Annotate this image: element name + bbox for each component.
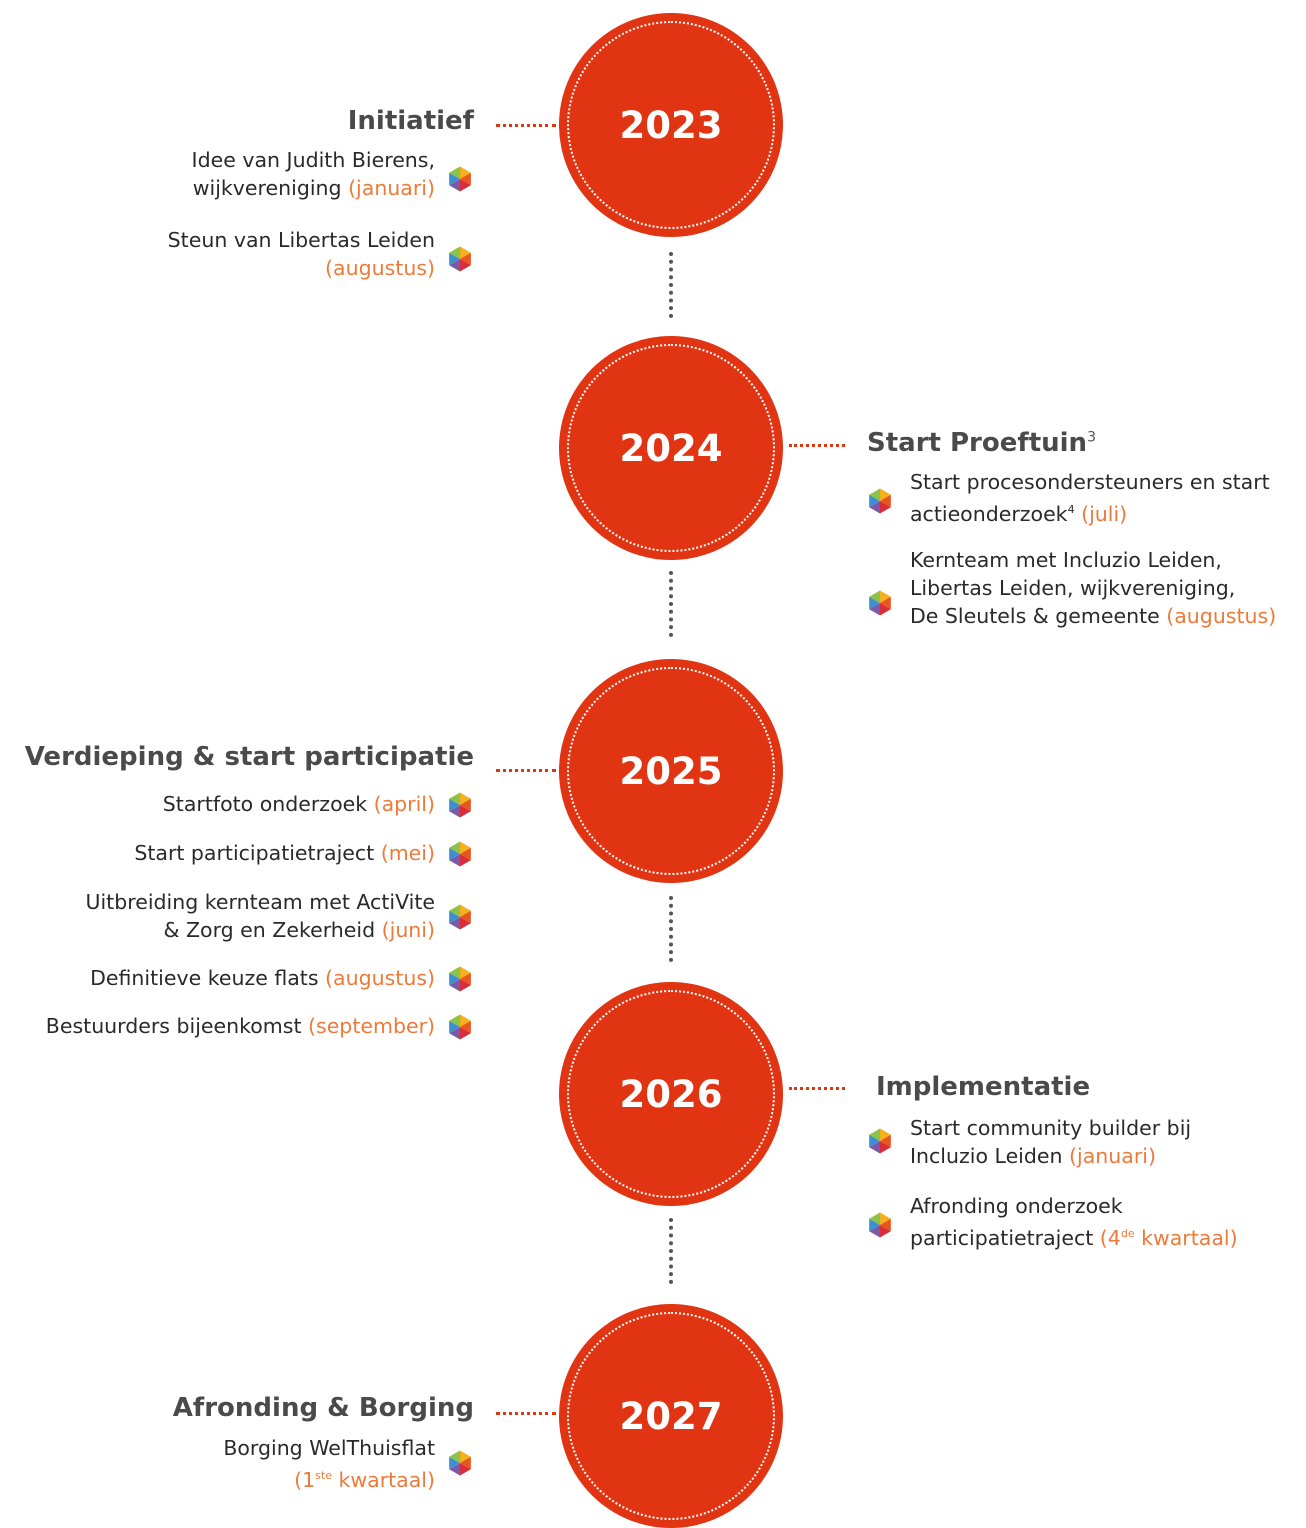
timeline-item: Steun van Libertas Leiden (augustus): [167, 228, 435, 280]
timeline-item: Borging WelThuisflat (1ste kwartaal): [223, 1436, 435, 1492]
connector-2023-2024: [669, 252, 673, 318]
timeline-item: Startfoto onderzoek (april): [162, 792, 435, 816]
hconnector-2025: [496, 769, 556, 772]
timeline-item: Start procesondersteuners en start actie…: [910, 470, 1270, 526]
timeline-item: Kernteam met Incluzio Leiden, Libertas L…: [910, 548, 1277, 628]
hexagon-icon: [449, 841, 471, 867]
hexagon-icon: [869, 590, 891, 616]
year-circle-2025: 2025: [559, 659, 783, 883]
timeline-item: Definitieve keuze flats (augustus): [90, 966, 435, 990]
hconnector-2024: [789, 444, 845, 447]
year-circle-2026: 2026: [559, 982, 783, 1206]
hexagon-icon: [449, 246, 471, 272]
hexagon-icon: [449, 904, 471, 930]
phase-title-2025: Verdieping & start participatie: [24, 742, 474, 772]
connector-2026-2027: [669, 1218, 673, 1284]
phase-title-2023: Initiatief: [347, 106, 474, 136]
timeline-item: Bestuurders bijeenkomst (september): [45, 1014, 435, 1038]
year-circle-2024: 2024: [559, 336, 783, 560]
hexagon-icon: [869, 1212, 891, 1238]
hexagon-icon: [449, 1014, 471, 1040]
phase-title-2026: Implementatie: [876, 1072, 1091, 1102]
phase-title-2024: Start Proeftuin3: [867, 428, 1096, 458]
hexagon-icon: [869, 488, 891, 514]
timeline-item: Start participatietraject (mei): [134, 841, 435, 865]
timeline-item: Idee van Judith Bierens, wijkvereniging …: [191, 148, 435, 200]
hconnector-2026: [789, 1087, 845, 1090]
year-label: 2025: [619, 749, 723, 793]
hconnector-2023: [496, 124, 556, 127]
year-circle-2027: 2027: [559, 1304, 783, 1528]
year-label: 2026: [619, 1072, 723, 1116]
hexagon-icon: [449, 966, 471, 992]
phase-title-2027: Afronding & Borging: [172, 1393, 474, 1423]
hexagon-icon: [449, 166, 471, 192]
timeline-item: Uitbreiding kernteam met ActiVite & Zorg…: [85, 890, 435, 942]
timeline-item: Start community builder bij Incluzio Lei…: [910, 1116, 1192, 1168]
hexagon-icon: [869, 1128, 891, 1154]
hconnector-2027: [496, 1412, 556, 1415]
year-label: 2024: [619, 426, 723, 470]
timeline-item: Afronding onderzoek participatietraject …: [910, 1194, 1238, 1250]
hexagon-icon: [449, 792, 471, 818]
connector-2024-2025: [669, 571, 673, 637]
year-label: 2027: [619, 1394, 723, 1438]
year-circle-2023: 2023: [559, 13, 783, 237]
hexagon-icon: [449, 1450, 471, 1476]
year-label: 2023: [619, 103, 723, 147]
connector-2025-2026: [669, 896, 673, 962]
